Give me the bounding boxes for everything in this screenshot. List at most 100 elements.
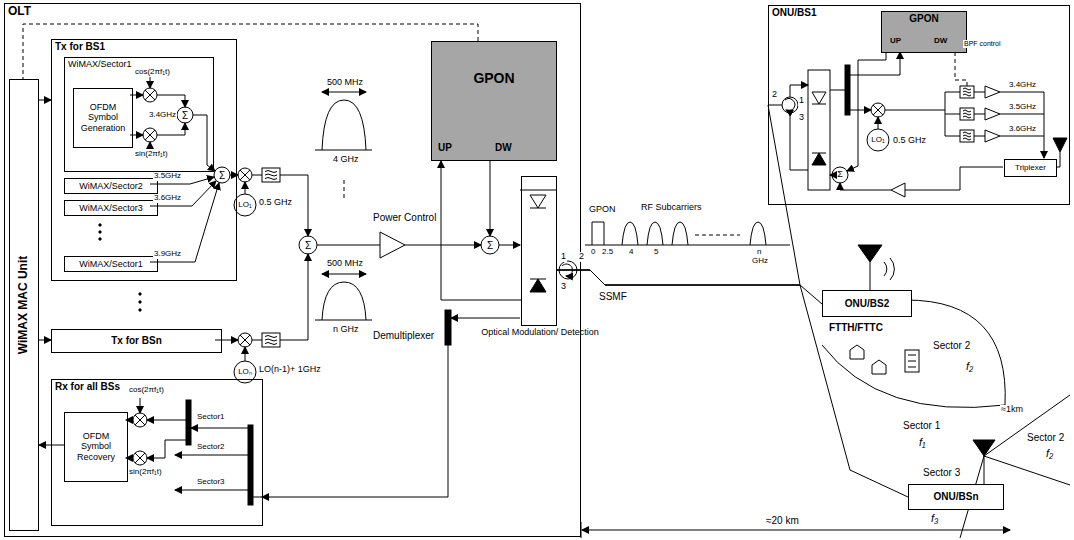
wire <box>847 52 886 171</box>
wire <box>985 86 1000 98</box>
wire <box>1053 138 1067 152</box>
label: SSMF <box>598 291 628 302</box>
wire <box>582 530 1010 531</box>
mixer-symbol <box>135 415 145 425</box>
label: 3.4GHz <box>1008 81 1037 90</box>
wire <box>984 456 1070 485</box>
label: 3 <box>560 282 567 292</box>
wire <box>878 117 879 129</box>
label: 3.9GHz <box>153 250 182 259</box>
wire <box>245 347 246 361</box>
label: Sector1 <box>196 413 226 422</box>
wire <box>808 70 830 190</box>
label: cos(2πf₁t) <box>134 68 171 77</box>
wire <box>147 440 186 458</box>
wire <box>812 92 826 104</box>
wire <box>945 92 960 93</box>
label: 4 <box>628 248 634 257</box>
wire <box>175 455 248 456</box>
node-text: GPON <box>882 13 966 25</box>
wire <box>530 208 546 209</box>
wire <box>908 361 916 362</box>
sector-box: WiMAX/Sector2 <box>64 178 158 194</box>
wire <box>622 222 638 245</box>
wire <box>451 318 520 319</box>
wire <box>322 282 366 320</box>
mixer-symbol <box>135 453 145 463</box>
mixer-symbol <box>238 168 252 182</box>
label: Power Control <box>372 212 437 223</box>
label: 5 <box>653 248 659 257</box>
node-text: WiMAX/Sector2 <box>65 181 157 191</box>
symbol-text: Σ <box>181 110 189 121</box>
circle-symbol <box>214 167 230 183</box>
label: 3.5GHz <box>153 172 182 181</box>
triplexer-box: Triplexer <box>1004 159 1057 177</box>
mixer-symbol <box>240 170 250 180</box>
label: sin(2πf₁t) <box>128 468 163 477</box>
label: 500 MHz <box>326 259 364 269</box>
connector <box>557 270 822 304</box>
rx-block: Rx for all BSsOFDM Symbol Recovery <box>51 379 263 526</box>
wire <box>245 182 246 194</box>
node-text: Optical Modulation/ Detection <box>480 327 600 337</box>
label: f₂ <box>965 360 974 372</box>
wire <box>344 180 345 200</box>
connector <box>23 24 478 79</box>
wire <box>248 425 253 505</box>
wire <box>647 222 663 245</box>
label: cos(2πf₁t) <box>128 386 165 395</box>
node-text: DW <box>495 142 512 154</box>
mixer-symbol <box>145 90 155 100</box>
node-text: OLT <box>8 5 31 19</box>
filter-symbol <box>963 132 971 140</box>
filter-symbol <box>960 108 974 120</box>
wire <box>157 123 185 135</box>
wire <box>885 110 945 111</box>
wire <box>790 113 808 170</box>
wire <box>908 355 916 356</box>
circle-symbol <box>177 107 193 123</box>
label: 1 <box>560 252 567 262</box>
wire <box>905 167 1003 190</box>
optical-box: Optical Modulation/ Detection <box>521 176 557 326</box>
wire <box>830 90 845 91</box>
wire <box>840 183 891 190</box>
label: LO(n-1)+ 1GHz <box>258 365 322 375</box>
wire <box>140 398 141 413</box>
label: RF Subcarriers <box>640 203 703 213</box>
mixer-symbol <box>133 451 147 465</box>
symbol-text: LO₁ <box>237 201 252 210</box>
wire <box>253 497 262 498</box>
wire <box>317 245 380 246</box>
mixer-symbol <box>145 90 155 100</box>
wire <box>520 190 556 191</box>
wire <box>150 77 151 88</box>
wire <box>850 110 871 111</box>
wire <box>973 440 995 456</box>
circle-symbol <box>234 194 256 216</box>
symbol-text: LO₁ <box>870 136 885 145</box>
wire <box>1000 136 1044 137</box>
label: 4 GHz <box>332 155 360 165</box>
wire <box>850 345 864 359</box>
wire <box>445 310 451 345</box>
label: BPF control <box>963 40 1002 48</box>
wire <box>130 135 143 136</box>
label: f₃ <box>930 512 939 524</box>
wire <box>252 340 262 341</box>
wire <box>315 320 372 321</box>
wire <box>380 232 405 258</box>
ofdm-block: OFDM Symbol Generation <box>73 88 133 148</box>
label: 3 <box>798 113 805 123</box>
wire <box>99 231 101 233</box>
mixer-symbol <box>873 105 883 115</box>
node-text: ONU/BS1 <box>772 7 816 19</box>
node-text: Tx for BSn <box>52 335 221 347</box>
node-text: GPON <box>432 70 556 86</box>
wire <box>945 114 960 115</box>
node-text: DW <box>934 36 947 45</box>
wire <box>890 258 894 280</box>
gpon-box: GPONUPDW <box>431 41 557 161</box>
wire <box>870 262 871 290</box>
